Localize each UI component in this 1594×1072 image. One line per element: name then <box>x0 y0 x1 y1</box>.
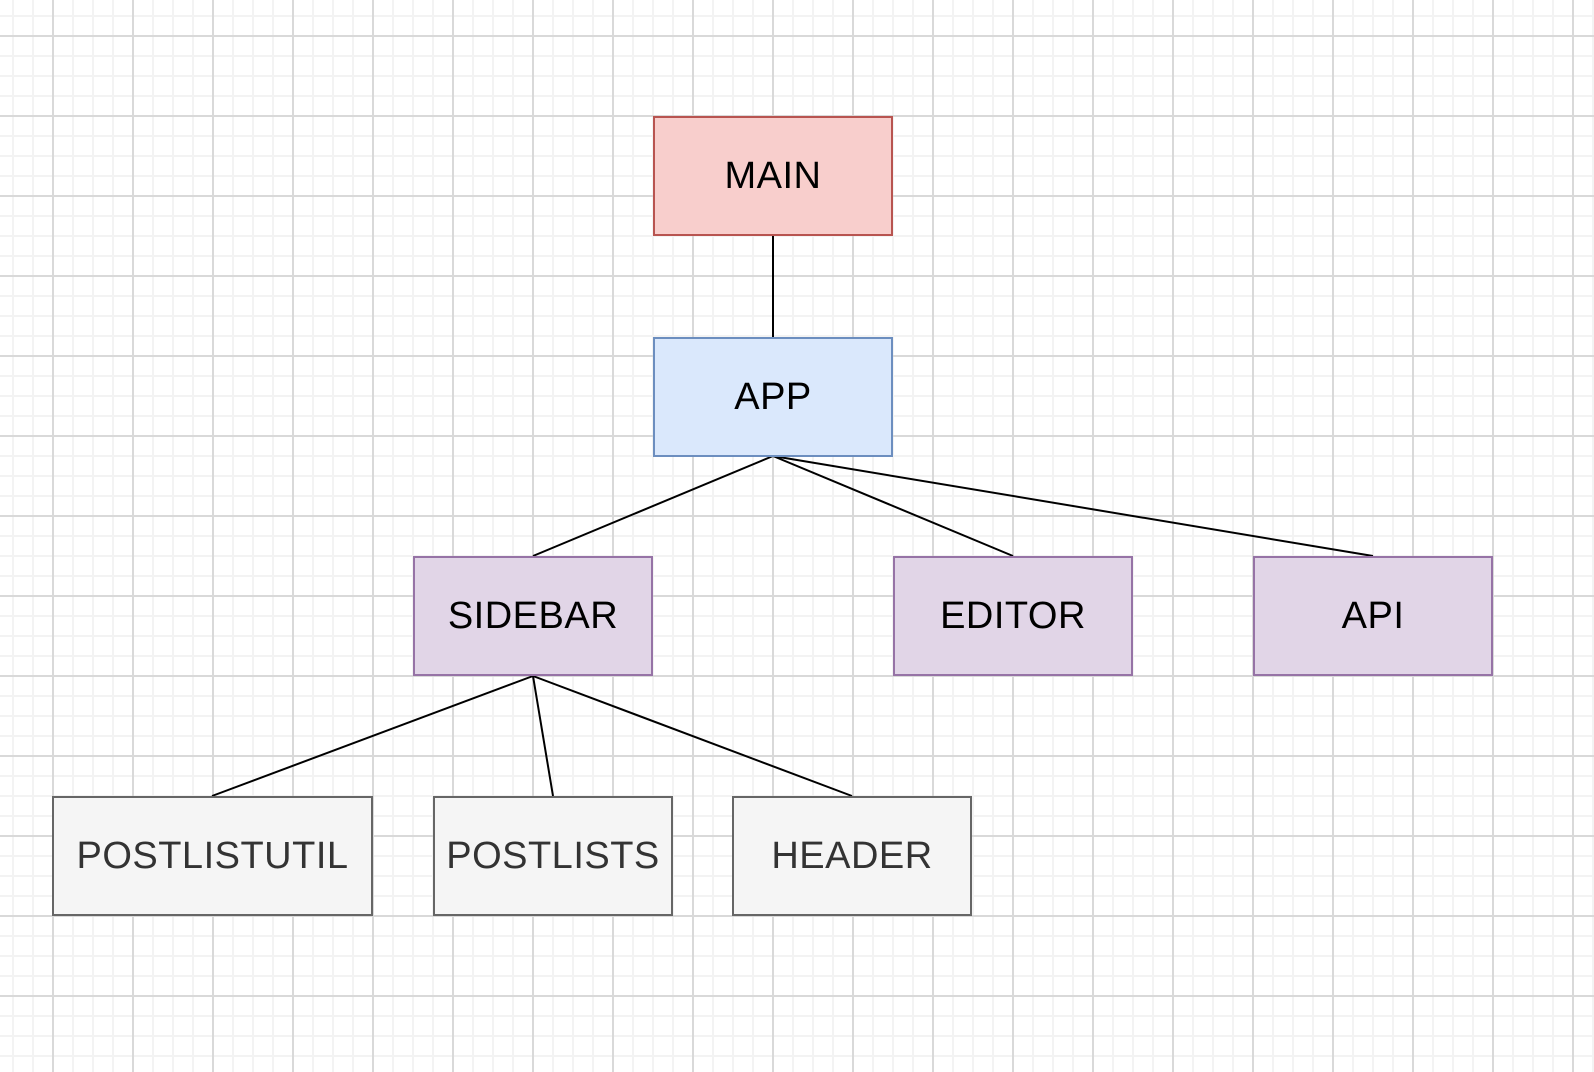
node-postlists[interactable]: POSTLISTS <box>433 796 673 916</box>
node-sidebar[interactable]: SIDEBAR <box>413 556 653 676</box>
edge-sidebar-postlists[interactable] <box>532 675 554 797</box>
node-header[interactable]: HEADER <box>732 796 972 916</box>
edge-app-sidebar[interactable] <box>532 455 774 557</box>
node-main[interactable]: MAIN <box>653 116 893 236</box>
edge-sidebar-postlistutil[interactable] <box>211 675 534 797</box>
edge-sidebar-header[interactable] <box>532 675 853 797</box>
node-app[interactable]: APP <box>653 337 893 457</box>
node-editor[interactable]: EDITOR <box>893 556 1133 676</box>
edge-app-editor[interactable] <box>772 455 1014 557</box>
node-api[interactable]: API <box>1253 556 1493 676</box>
edge-app-api[interactable] <box>772 455 1374 557</box>
node-postlistutil[interactable]: POSTLISTUTIL <box>52 796 373 916</box>
